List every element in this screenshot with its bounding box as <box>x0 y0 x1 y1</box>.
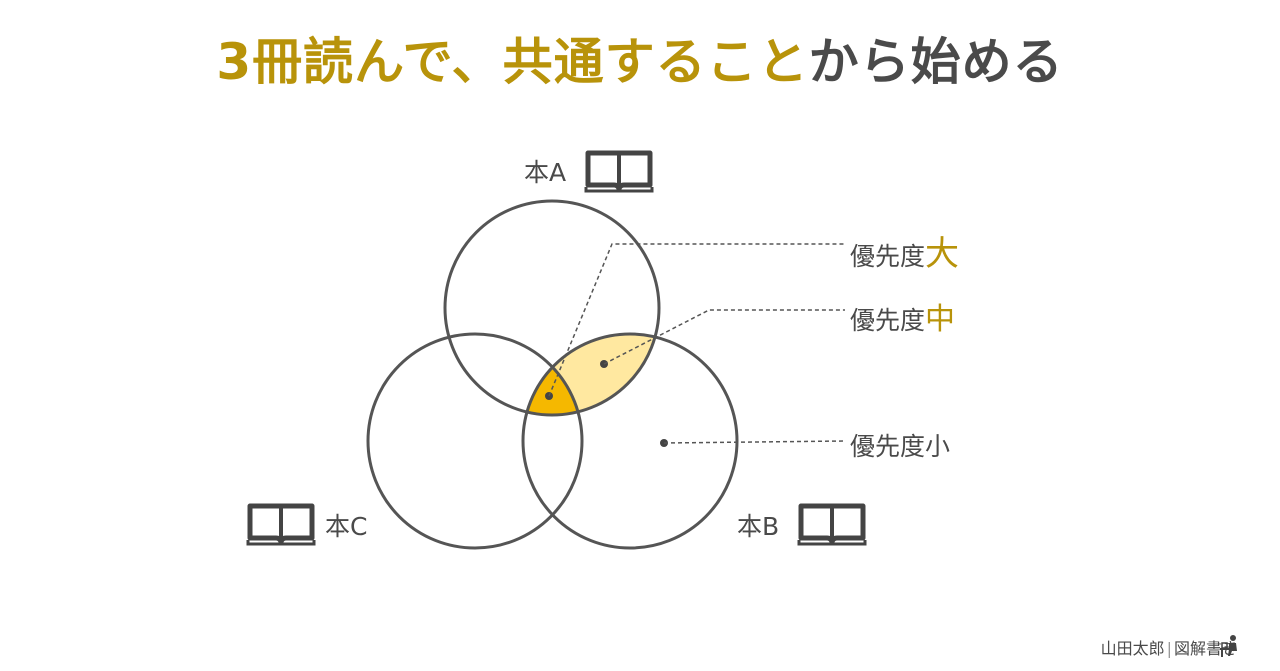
footer-author: 山田太郎 <box>1100 639 1165 658</box>
leader-small <box>660 439 846 447</box>
circle-book-b <box>521 332 739 550</box>
circle-book-c <box>366 332 584 550</box>
page-title: 3冊読んで、共通することから始める <box>0 22 1280 94</box>
book-a-label: 本A <box>524 158 567 187</box>
priority-large-label: 優先度大 <box>850 226 959 275</box>
priority-level-medium: 中 <box>925 302 956 337</box>
priority-prefix: 優先度 <box>850 432 926 461</box>
leader-large <box>545 243 845 400</box>
priority-level-large: 大 <box>925 234 960 274</box>
priority-prefix: 優先度 <box>850 306 926 335</box>
priority-medium-label: 優先度中 <box>850 294 955 338</box>
priority-prefix: 優先度 <box>850 242 926 271</box>
open-book-icon <box>246 503 316 546</box>
overlap-ab <box>523 334 659 415</box>
leader-medium <box>600 309 845 368</box>
footer-separator: | <box>1166 639 1172 658</box>
book-b-label: 本B <box>737 512 780 541</box>
priority-level-small: 小 <box>925 432 951 461</box>
open-book-icon <box>584 150 654 193</box>
priority-small-label: 優先度小 <box>850 427 950 463</box>
title-rest: から始める <box>808 33 1064 91</box>
desk-person-icon <box>1220 635 1237 657</box>
book-c-label: 本C <box>325 512 368 541</box>
circle-book-a <box>443 199 661 417</box>
title-highlight: 3冊読んで、共通すること <box>216 33 809 91</box>
open-book-icon <box>797 503 867 546</box>
